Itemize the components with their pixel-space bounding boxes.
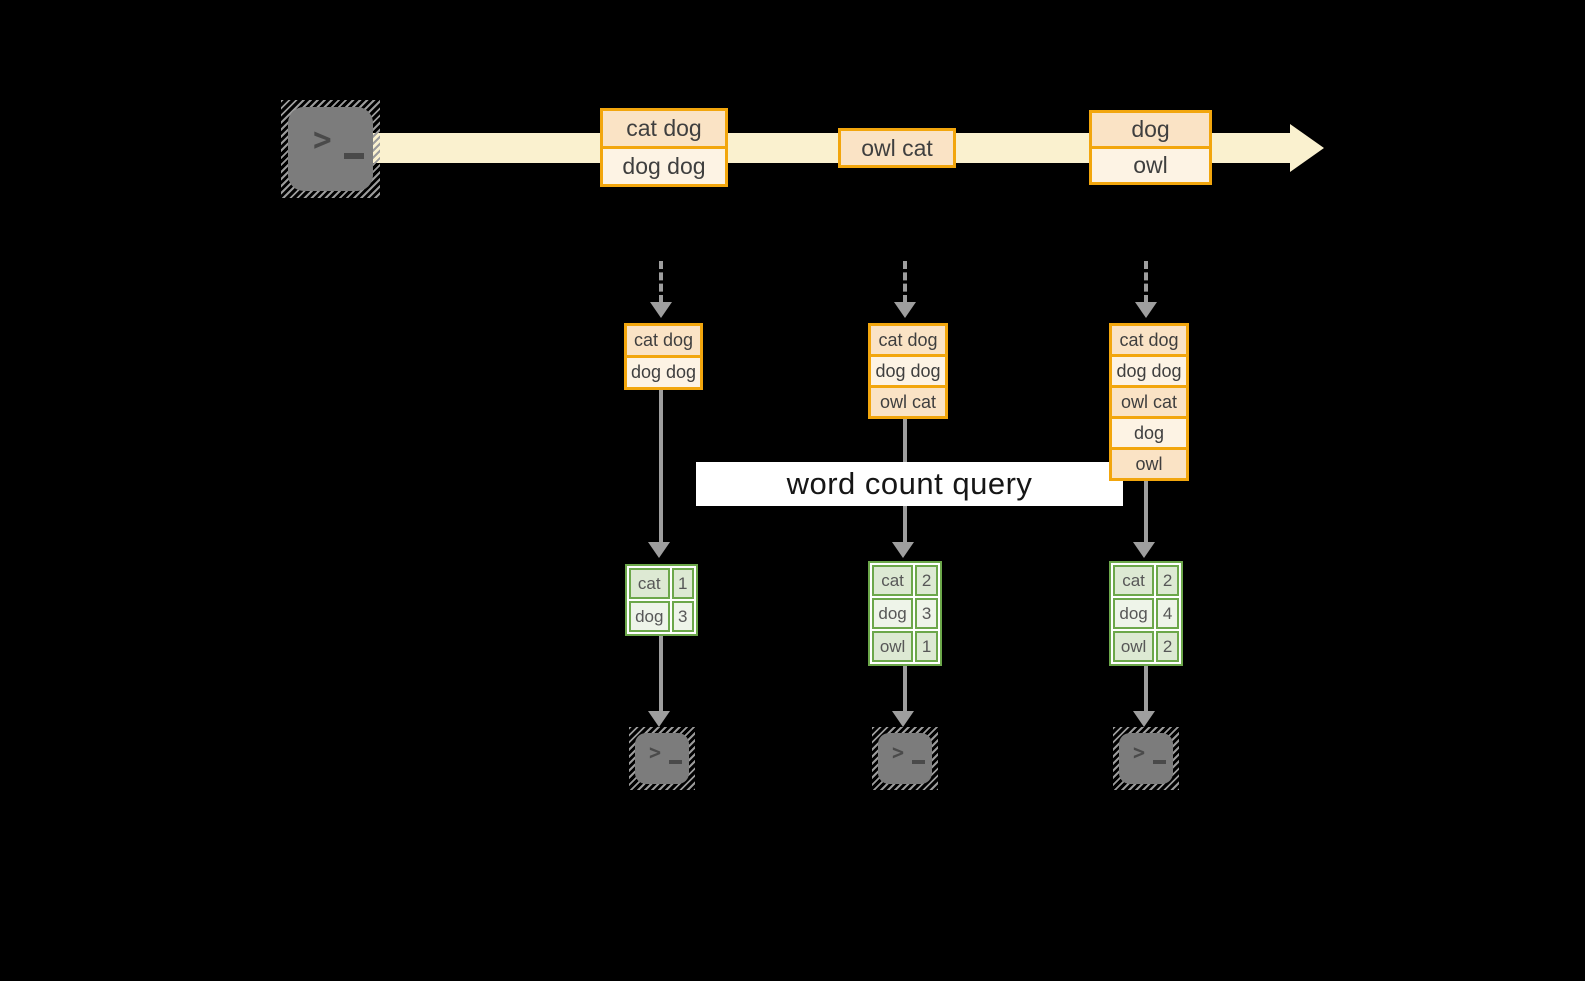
event-row: owl cat: [841, 131, 953, 165]
count-table-2: cat 2 dog 3 owl 1: [868, 561, 942, 666]
count-value-cell: 3: [671, 601, 694, 632]
arrowhead-down-icon: [1133, 711, 1155, 727]
count-value-cell: 2: [1156, 565, 1179, 596]
buffer-row: owl cat: [871, 388, 945, 416]
stream-event-3: dog owl: [1089, 110, 1212, 185]
buffer-stack-1: cat dog dog dog: [624, 323, 703, 390]
terminal-screen: >: [288, 107, 373, 191]
count-table-3: cat 2 dog 4 owl 2: [1109, 561, 1183, 666]
terminal-prompt-icon: >: [649, 739, 662, 765]
arrowhead-down-icon: [648, 711, 670, 727]
arrowhead-down-icon: [894, 302, 916, 318]
count-word-cell: cat: [1113, 565, 1155, 596]
dashed-arrow-line: [1144, 261, 1148, 303]
buffer-row: owl cat: [1112, 388, 1186, 416]
buffer-row: dog dog: [1112, 357, 1186, 385]
buffer-row: dog dog: [871, 357, 945, 385]
arrowhead-down-icon: [892, 711, 914, 727]
arrowhead-down-icon: [1133, 542, 1155, 558]
terminal-cursor-icon: [912, 760, 925, 764]
buffer-row: dog dog: [627, 358, 700, 387]
terminal-cursor-icon: [344, 153, 364, 159]
terminal-cursor-icon: [669, 760, 682, 764]
arrow-line: [659, 627, 663, 711]
count-table-1: cat 1 dog 3: [625, 564, 698, 636]
count-word-cell: owl: [872, 631, 914, 662]
terminal-sink-icon-2: >: [872, 727, 938, 790]
terminal-source-icon: >: [281, 100, 380, 198]
stream-event-2: owl cat: [838, 128, 956, 168]
terminal-screen: >: [1119, 733, 1173, 784]
query-label-band: word count query: [696, 462, 1123, 506]
dashed-arrow-line: [659, 261, 663, 303]
dashed-arrow-line: [903, 261, 907, 303]
count-value-cell: 2: [915, 565, 938, 596]
event-row: dog: [1092, 113, 1209, 146]
count-value-cell: 1: [671, 568, 694, 599]
terminal-sink-icon-1: >: [629, 727, 695, 790]
terminal-prompt-icon: >: [1133, 739, 1146, 765]
arrowhead-down-icon: [892, 542, 914, 558]
query-label: word count query: [786, 466, 1033, 501]
arrowhead-down-icon: [1135, 302, 1157, 318]
count-word-cell: cat: [872, 565, 914, 596]
arrow-line: [903, 654, 907, 711]
buffer-row: cat dog: [627, 326, 700, 355]
event-row: dog dog: [603, 149, 725, 184]
terminal-sink-icon-3: >: [1113, 727, 1179, 790]
count-word-cell: owl: [1113, 631, 1155, 662]
count-value-cell: 3: [915, 598, 938, 629]
event-row: owl: [1092, 149, 1209, 182]
count-word-cell: dog: [872, 598, 914, 629]
event-row: cat dog: [603, 111, 725, 146]
buffer-stack-2: cat dog dog dog owl cat: [868, 323, 948, 419]
count-value-cell: 2: [1156, 631, 1179, 662]
arrow-line: [1144, 481, 1148, 542]
arrow-line: [659, 389, 663, 542]
terminal-prompt-icon: >: [892, 739, 905, 765]
terminal-cursor-icon: [1153, 760, 1166, 764]
buffer-row: cat dog: [871, 326, 945, 354]
buffer-row: dog: [1112, 419, 1186, 447]
buffer-row: owl: [1112, 450, 1186, 478]
count-value-cell: 1: [915, 631, 938, 662]
count-word-cell: dog: [1113, 598, 1155, 629]
arrowhead-down-icon: [648, 542, 670, 558]
arrowhead-down-icon: [650, 302, 672, 318]
buffer-row: cat dog: [1112, 326, 1186, 354]
stream-arrowhead-icon: [1290, 124, 1324, 172]
stream-event-1: cat dog dog dog: [600, 108, 728, 187]
terminal-prompt-icon: >: [313, 121, 332, 159]
count-word-cell: cat: [629, 568, 670, 599]
count-word-cell: dog: [629, 601, 670, 632]
terminal-screen: >: [878, 733, 932, 784]
buffer-stack-3: cat dog dog dog owl cat dog owl: [1109, 323, 1189, 481]
terminal-screen: >: [635, 733, 689, 784]
arrow-line: [1144, 654, 1148, 711]
count-value-cell: 4: [1156, 598, 1179, 629]
